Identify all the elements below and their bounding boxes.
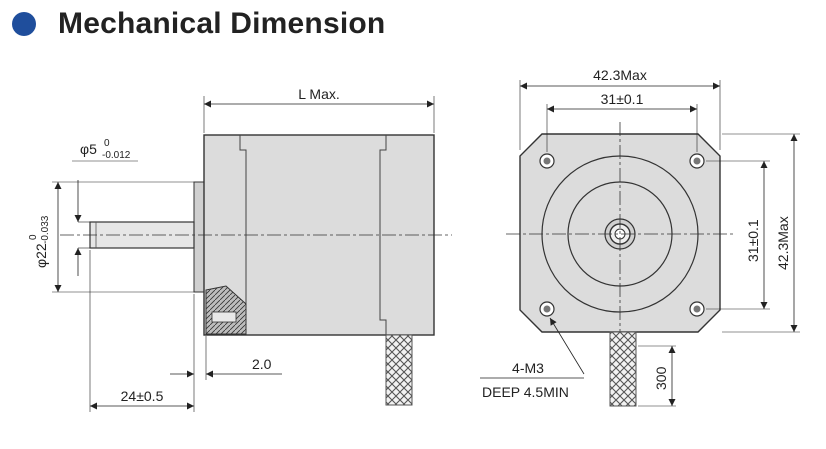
- mounting-hole-tr: [689, 153, 705, 169]
- hole-spacing-v-label: 31±0.1: [745, 219, 761, 262]
- length-label: L Max.: [298, 86, 340, 102]
- mounting-hole-br: [689, 301, 705, 317]
- front-width-label: 42.3Max: [593, 67, 647, 83]
- screw-label: 4-M3: [512, 360, 544, 376]
- pilot-diameter-tol-lower: -0.033: [40, 215, 51, 244]
- mounting-hole-tl: [539, 153, 555, 169]
- lead-wire-front: [609, 331, 637, 407]
- section-title: Mechanical Dimension: [58, 7, 386, 40]
- lead-wire-side: [385, 334, 413, 406]
- shaft-diameter-label: φ5: [80, 141, 97, 157]
- screw-leader: [549, 317, 585, 375]
- mounting-hole-bl: [539, 301, 555, 317]
- pilot-depth-label: 2.0: [252, 356, 272, 372]
- shaft-diameter-tol-upper: 0: [104, 138, 110, 149]
- section-header: Mechanical Dimension: [12, 4, 385, 44]
- bearing-insert: [211, 311, 237, 323]
- lead-length-label: 300: [653, 366, 669, 390]
- body-seam-right: [379, 135, 387, 335]
- pilot-diameter-label: φ22: [33, 243, 49, 268]
- depth-label: DEEP 4.5MIN: [482, 384, 569, 400]
- bullet-icon: [12, 12, 36, 36]
- hole-spacing-h-label: 31±0.1: [601, 91, 644, 107]
- side-view: L Max. φ5 0 -0.012 φ22 0 -0.033 2.0 24±0…: [28, 86, 452, 412]
- front-view: 42.3Max 31±0.1 31±0.1 42.3Max 4-M3 DEEP …: [480, 67, 800, 407]
- shaft-length-label: 24±0.5: [121, 388, 164, 404]
- pilot-diameter-tol-upper: 0: [28, 234, 39, 240]
- front-height-label: 42.3Max: [775, 216, 791, 270]
- shaft-diameter-tol-lower: -0.012: [102, 150, 131, 161]
